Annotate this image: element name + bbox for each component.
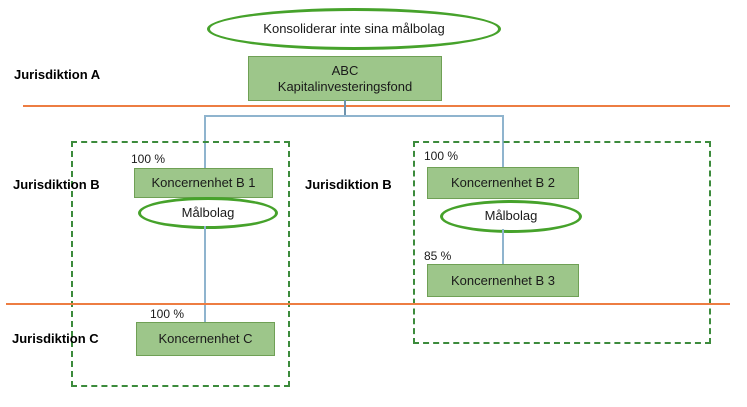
entity-label-c1: Koncernenhet C — [158, 331, 253, 347]
jurisdiction-label-b-right: Jurisdiktion B — [305, 177, 392, 192]
ownership-pct-b2: 100 % — [424, 149, 459, 163]
entity-box-koncernenhet-b2: Koncernenhet B 2 — [427, 167, 579, 199]
entity-box-koncernenhet-b3: Koncernenhet B 3 — [427, 264, 579, 297]
group-box-left-jurisdictions — [71, 141, 290, 387]
jurisdiction-separator-a-b — [23, 105, 730, 107]
group-box-right-jurisdiction-b — [413, 141, 711, 344]
entity-label-b1: Koncernenhet B 1 — [151, 175, 256, 191]
connector-abc-vertical — [344, 100, 346, 116]
entity-abc-line2: Kapitalinvesteringsfond — [277, 78, 413, 94]
target-badge-label-b2: Målbolag — [484, 208, 538, 224]
target-badge-label-b1: Målbolag — [181, 204, 235, 220]
target-badge-malbolag-b2: Målbolag — [440, 200, 582, 233]
jurisdiction-label-b-left: Jurisdiktion B — [13, 177, 100, 192]
ownership-pct-b3: 85 % — [424, 249, 452, 263]
entity-box-koncernenhet-c: Koncernenhet C — [136, 322, 275, 356]
entity-label-b2: Koncernenhet B 2 — [450, 175, 556, 191]
jurisdiction-label-c: Jurisdiktion C — [12, 331, 99, 346]
entity-box-abc-fund: ABC Kapitalinvesteringsfond — [248, 56, 442, 101]
connector-to-b2 — [502, 115, 504, 171]
entity-abc-line1: ABC — [331, 62, 359, 78]
ownership-pct-b1: 100 % — [131, 152, 166, 166]
connector-b1-to-c — [204, 226, 206, 323]
connector-split-horizontal — [205, 115, 504, 117]
entity-box-koncernenhet-b1: Koncernenhet B 1 — [134, 168, 273, 198]
callout-ellipse-konsoliderar: Konsoliderar inte sina målbolag — [207, 8, 501, 50]
jurisdiction-label-a: Jurisdiktion A — [14, 67, 101, 82]
ownership-pct-c1: 100 % — [150, 307, 185, 321]
entity-label-b3: Koncernenhet B 3 — [450, 272, 556, 288]
callout-text: Konsoliderar inte sina målbolag — [263, 20, 445, 36]
connector-to-b1 — [204, 115, 206, 171]
jurisdiction-separator-b-c — [6, 303, 730, 305]
connector-b2-to-b3 — [502, 229, 504, 267]
target-badge-malbolag-b1: Målbolag — [138, 197, 278, 229]
